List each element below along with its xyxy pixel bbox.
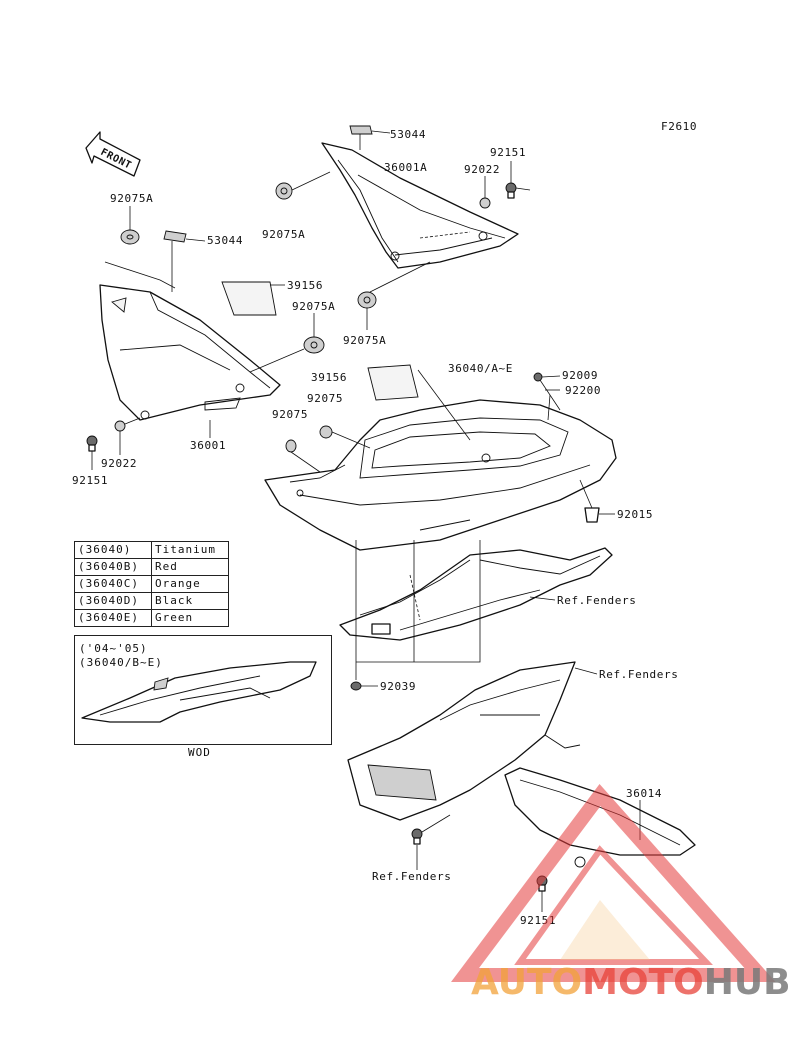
label-92022-top: 92022: [464, 163, 500, 176]
label-ref-fenders-1: Ref.Fenders: [557, 594, 636, 607]
washer-92022-top: [479, 176, 491, 209]
watermark-part2: MOTO: [582, 962, 704, 1003]
label-ref-fenders-2: Ref.Fenders: [599, 668, 678, 681]
color-code: (36040D): [74, 592, 152, 610]
label-92075-b: 92075: [307, 392, 343, 405]
watermark-logo-icon: [451, 783, 776, 982]
color-name: Orange: [151, 575, 229, 593]
table-row: (36040B) Red: [74, 558, 229, 576]
decal-39156-lower: [367, 364, 471, 441]
label-92151-bottom: 92151: [72, 474, 108, 487]
washer-92200: [545, 389, 560, 421]
label-36001: 36001: [190, 439, 226, 452]
leader-92039: [355, 540, 481, 680]
label-92200: 92200: [565, 384, 601, 397]
bolt-92151-top: [505, 161, 531, 199]
color-code: (36040C): [74, 575, 152, 593]
variant-years: ('04~'05): [79, 642, 148, 655]
label-92022-bottom: 92022: [101, 457, 137, 470]
color-name: Titanium: [151, 541, 229, 559]
label-92075A-lower: 92075A: [343, 334, 386, 347]
grommet-92075A-right: [249, 313, 325, 373]
label-53044-left: 53044: [207, 234, 243, 247]
label-39156-lower: 39156: [311, 371, 347, 384]
variant-seat-cowl: [81, 661, 317, 723]
color-code: (36040B): [74, 558, 152, 576]
label-36001A: 36001A: [384, 161, 427, 174]
clip-92039: [350, 681, 378, 691]
side-cover-36001A: [321, 142, 519, 269]
figure-code: F2610: [661, 120, 697, 133]
color-name: Green: [151, 609, 229, 627]
label-39156-upper: 39156: [287, 279, 323, 292]
decal-39156-upper: [221, 281, 285, 316]
label-92151-top: 92151: [490, 146, 526, 159]
color-table: (36040) Titanium (36040B) Red (36040C) O…: [74, 541, 229, 627]
side-cover-36001: [99, 284, 281, 421]
label-92075A-mid: 92075A: [262, 228, 305, 241]
color-name: Black: [151, 592, 229, 610]
label-36040: 36040/A~E: [448, 362, 513, 375]
variant-parts: (36040/B~E): [79, 656, 163, 669]
grommet-92075-b: [319, 425, 371, 449]
watermark-part3: HUB: [703, 962, 791, 1003]
color-code: (36040): [74, 541, 152, 559]
grommet-92075A-lower: [357, 261, 431, 330]
grommet-92075A-mid: [275, 171, 331, 200]
label-92075-a: 92075: [272, 408, 308, 421]
table-row: (36040E) Green: [74, 609, 229, 627]
front-arrow-icon: FRONT: [85, 131, 141, 177]
label-92009: 92009: [562, 369, 598, 382]
seat-cowl-36040: [264, 399, 617, 551]
table-row: (36040) Titanium: [74, 541, 229, 559]
table-row: (36040C) Orange: [74, 575, 229, 593]
variant-box: [74, 635, 332, 745]
pad-53044-left: [163, 230, 206, 292]
grommet-92075A-left: [104, 206, 176, 289]
under-tray: [339, 547, 613, 641]
label-92039: 92039: [380, 680, 416, 693]
color-name: Red: [151, 558, 229, 576]
label-36014: 36014: [626, 787, 662, 800]
bolt-92151-bottom: [86, 435, 98, 470]
table-row: (36040D) Black: [74, 592, 229, 610]
watermark-text: AUTOMOTOHUB: [471, 962, 791, 1003]
washer-92022-bottom: [114, 417, 141, 455]
clip-92015: [579, 479, 615, 523]
label-53044-top: 53044: [390, 128, 426, 141]
label-92015: 92015: [617, 508, 653, 521]
watermark-part1: AUTO: [471, 962, 583, 1003]
label-92075A-left: 92075A: [110, 192, 153, 205]
variant-caption: WOD: [188, 746, 211, 759]
grommet-92075-a: [285, 439, 321, 473]
color-code: (36040E): [74, 609, 152, 627]
label-ref-fenders-3: Ref.Fenders: [372, 870, 451, 883]
label-92075A-right: 92075A: [292, 300, 335, 313]
bolt-ref-fenders: [411, 814, 451, 870]
rear-fender: [347, 661, 598, 821]
pad-53044-top: [349, 125, 391, 150]
